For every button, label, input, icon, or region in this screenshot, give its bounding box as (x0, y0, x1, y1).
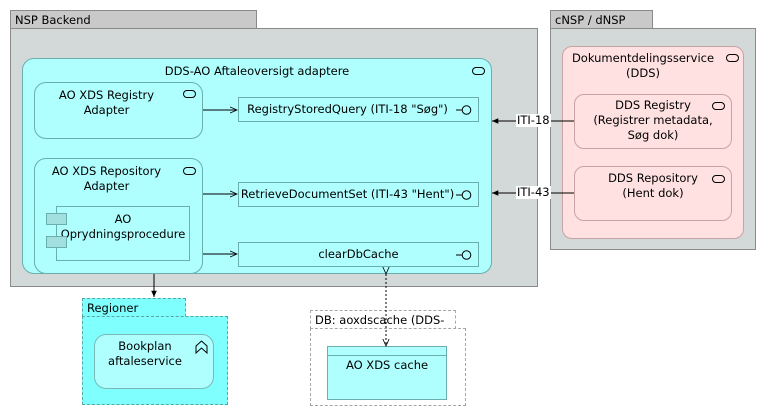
iti43-connector-label: ITI-43 (516, 185, 551, 199)
dds-registry-line1: DDS Registry (615, 98, 691, 112)
nsp-backend-tab[interactable]: NSP Backend (10, 10, 257, 29)
cleanup-component-node[interactable]: AO Oprydningsprocedure (56, 206, 190, 261)
interface-label: clearDbCache (318, 247, 399, 261)
cache-header-divider (328, 347, 446, 356)
registry-adapter-line1: AO XDS Registry (58, 88, 155, 102)
dds-registry-line3: Søg dok) (627, 128, 679, 142)
db-tab[interactable]: DB: aoxdscache (DDS-AO) (310, 310, 456, 343)
service-icon (726, 54, 739, 62)
service-icon (712, 102, 725, 110)
dds-repository-line2: (Hent dok) (622, 186, 684, 200)
interface-registry-stored-query[interactable]: RegistryStoredQuery (ITI-18 "Søg") (238, 97, 479, 122)
service-icon (183, 167, 196, 175)
repository-adapter-line1: AO XDS Repository (51, 164, 162, 178)
cleanup-line2: Oprydningsprocedure (60, 227, 186, 241)
nsp-backend-title: NSP Backend (15, 13, 91, 27)
interface-icon (456, 249, 472, 260)
cache-title: AO XDS cache (345, 358, 429, 372)
dds-repository-node[interactable]: DDS Repository (Hent dok) (574, 166, 732, 221)
interface-icon (456, 189, 472, 200)
application-function-icon (195, 340, 208, 354)
component-icon-top (46, 213, 67, 225)
bookplan-line1: Bookplan (118, 339, 172, 353)
registry-adapter-node[interactable]: AO XDS Registry Adapter (34, 82, 203, 139)
dds-repository-line1: DDS Repository (608, 171, 698, 185)
service-icon (712, 175, 725, 183)
interface-label: RetrieveDocumentSet (ITI-43 "Hent") (240, 187, 455, 201)
dds-line2: (DDS) (626, 66, 660, 80)
dds-registry-node[interactable]: DDS Registry (Registrer metadata, Søg do… (574, 94, 732, 149)
bookplan-node[interactable]: Bookplan aftaleservice (94, 334, 214, 389)
service-icon (183, 90, 196, 98)
dds-line1: Dokumentdelingsservice (571, 51, 715, 65)
interface-clear-db-cache[interactable]: clearDbCache (238, 242, 479, 267)
regioner-title: Regioner (87, 301, 139, 315)
interface-label: RegistryStoredQuery (ITI-18 "Søg") (247, 102, 448, 116)
dds-registry-line2: (Registrer metadata, (593, 113, 713, 127)
interface-retrieve-document-set[interactable]: RetrieveDocumentSet (ITI-43 "Hent") (238, 182, 479, 207)
dds-ao-title: DDS-AO Aftaleoversigt adaptere (164, 64, 350, 78)
iti18-connector-label: ITI-18 (516, 113, 551, 127)
bookplan-line2: aftaleservice (108, 354, 182, 368)
repository-adapter-line2: Adapter (83, 179, 130, 193)
regioner-tab[interactable]: Regioner (82, 298, 186, 317)
cache-artifact-node[interactable]: AO XDS cache (327, 346, 447, 400)
cnsp-title: cNSP / dNSP (555, 13, 626, 27)
registry-adapter-line2: Adapter (83, 103, 130, 117)
cleanup-line1: AO (114, 212, 132, 226)
component-icon-bottom (46, 236, 67, 248)
service-icon (472, 67, 485, 75)
cnsp-tab[interactable]: cNSP / dNSP (550, 10, 653, 29)
interface-icon (456, 104, 472, 115)
